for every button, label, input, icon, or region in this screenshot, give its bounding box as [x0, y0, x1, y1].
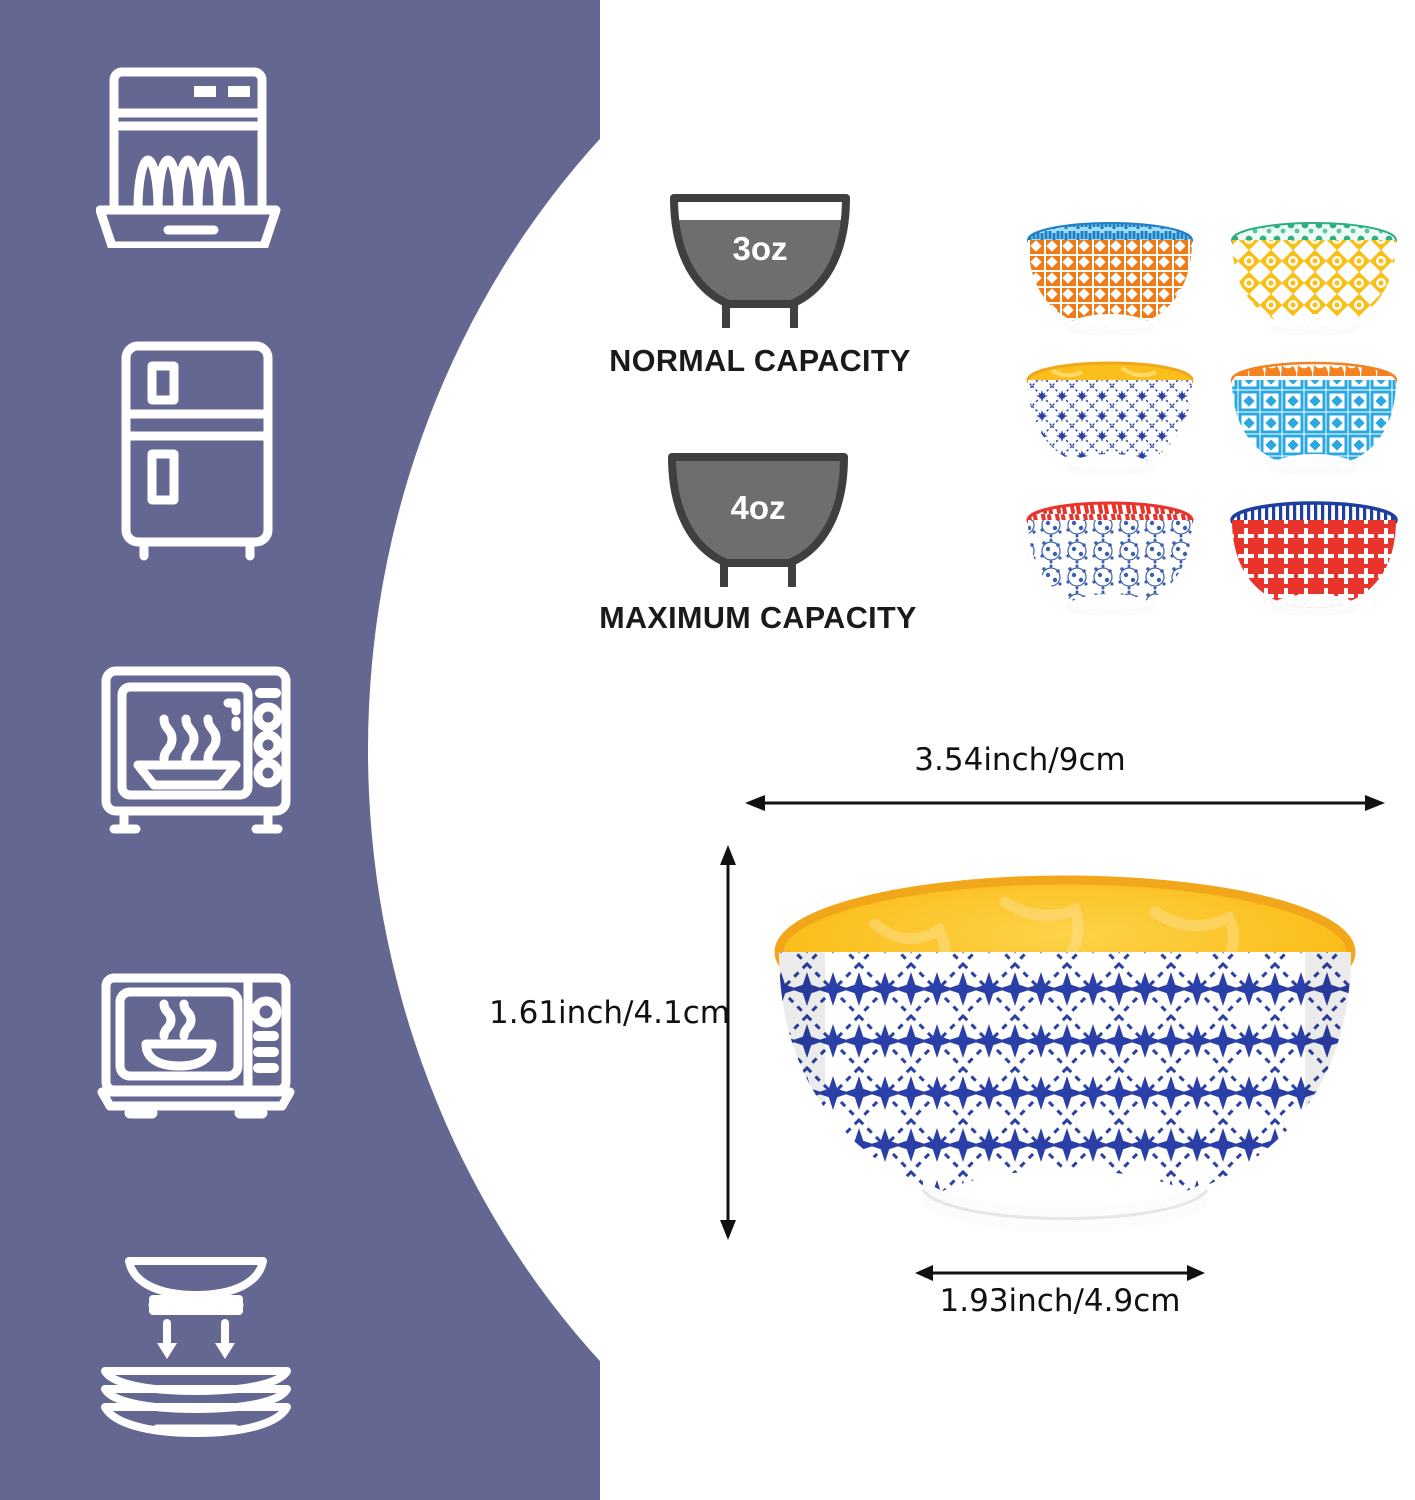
maximum-capacity-bowl-icon: 4oz: [558, 437, 958, 587]
bowl-orange-lattice: [1012, 206, 1208, 338]
base-diameter-label: 1.93inch/4.9cm: [939, 1283, 1181, 1319]
bowl-blue-floral: [1012, 486, 1208, 618]
height-label: 1.61inch/4.1cm: [489, 995, 730, 1031]
normal-capacity-label: NORMAL CAPACITY: [609, 344, 911, 378]
refrigerator-safe-icon: [81, 341, 311, 561]
normal-capacity-amount: 3oz: [732, 230, 787, 267]
base-diameter-arrow: [915, 1258, 1205, 1288]
maximum-capacity-amount: 4oz: [730, 489, 785, 526]
height-arrow: [708, 845, 748, 1240]
bowl-color-grid: [1012, 206, 1412, 618]
normal-capacity-bowl-icon: 3oz: [565, 178, 955, 328]
top-diameter-label: 3.54inch/9cm: [914, 742, 1126, 778]
bowl-cyan-geometric: [1216, 346, 1412, 478]
bowl-red-key: [1216, 486, 1412, 618]
feature-icon-column: [0, 0, 400, 1500]
stackable-icon: [81, 1243, 311, 1448]
top-diameter-arrow: [745, 788, 1385, 818]
hero-bowl-image: [755, 860, 1375, 1250]
oven-safe-icon: [81, 647, 311, 852]
microwave-safe-icon: [81, 945, 311, 1150]
dishwasher-safe-icon: [81, 50, 311, 255]
maximum-capacity-label: MAXIMUM CAPACITY: [599, 601, 917, 635]
product-dimension-diagram: 3.54inch/9cm 1.61inch/4.1cm: [489, 742, 1400, 1390]
bowl-blue-star: [1012, 346, 1208, 478]
maximum-capacity-block: 4oz MAXIMUM CAPACITY: [558, 437, 958, 636]
normal-capacity-block: 3oz NORMAL CAPACITY: [565, 178, 955, 379]
bowl-yellow-ikat: [1216, 206, 1412, 338]
